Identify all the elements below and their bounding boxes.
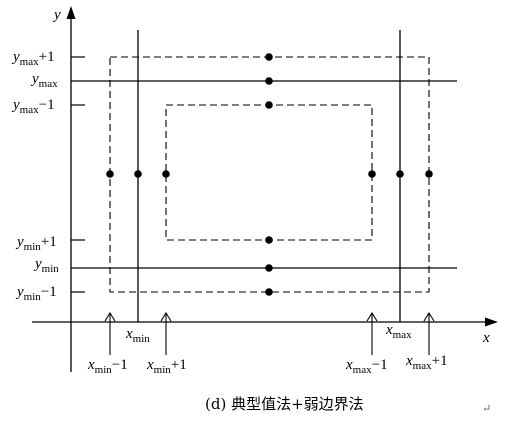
label-xmax: xmax bbox=[385, 322, 412, 341]
label-xmax-minus: xmax−1 bbox=[345, 357, 388, 376]
point-left-xmin-minus bbox=[106, 170, 114, 178]
point-right-xmax-minus bbox=[368, 170, 376, 178]
axes bbox=[32, 12, 492, 372]
point-right-xmax bbox=[396, 170, 404, 178]
label-ymin-plus: ymin+1 bbox=[15, 234, 57, 253]
label-xmin-plus: xmin+1 bbox=[146, 357, 187, 376]
x-axis-label: x bbox=[482, 330, 490, 346]
figure-caption: (d) 典型值法+弱边界法 bbox=[205, 395, 364, 413]
y-axis-arrow bbox=[66, 6, 76, 19]
point-bottom-ymin bbox=[265, 264, 273, 272]
point-top-ymax-plus bbox=[265, 53, 273, 61]
x-pointer-arrows bbox=[104, 311, 435, 355]
label-xmax-plus: xmax+1 bbox=[405, 353, 448, 372]
inner-dashed-rect bbox=[165, 104, 373, 241]
point-left-xmin-plus bbox=[162, 170, 170, 178]
point-right-xmax-plus bbox=[425, 170, 433, 178]
y-axis-label: y bbox=[52, 7, 61, 23]
label-ymin-minus: ymin−1 bbox=[15, 284, 57, 303]
label-xmin: xmin bbox=[125, 326, 150, 345]
label-ymin: ymin bbox=[33, 256, 59, 275]
point-top-ymax bbox=[265, 77, 273, 85]
label-ymax: ymax bbox=[30, 71, 58, 90]
label-xmin-minus: xmin−1 bbox=[87, 357, 128, 376]
label-ymax-minus: ymax−1 bbox=[11, 97, 55, 116]
point-left-xmin bbox=[134, 170, 142, 178]
test-points bbox=[106, 53, 433, 296]
label-ymax-plus: ymax+1 bbox=[11, 49, 55, 68]
point-bottom-ymin-plus bbox=[265, 236, 273, 244]
point-bottom-ymin-minus bbox=[265, 288, 273, 296]
return-mark: ↵ bbox=[482, 403, 491, 415]
point-top-ymax-minus bbox=[265, 101, 273, 109]
x-axis-arrow bbox=[485, 317, 498, 327]
y-ticks bbox=[71, 56, 85, 293]
outer-dashed-rect bbox=[109, 56, 430, 293]
